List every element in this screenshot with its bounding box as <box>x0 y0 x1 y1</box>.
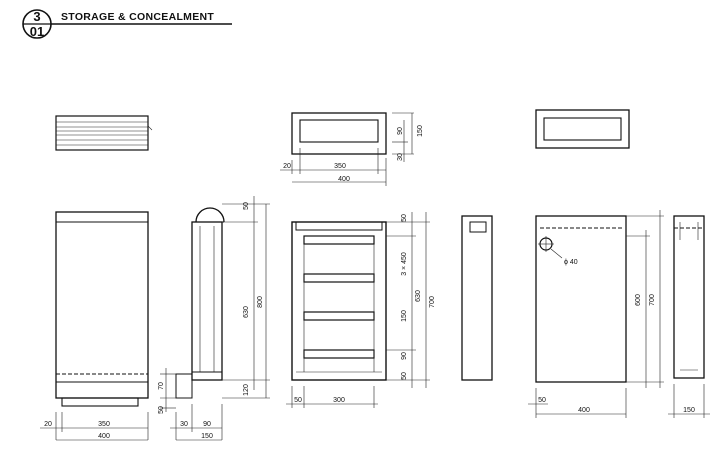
dim-150: 150 <box>201 433 213 440</box>
front-elevation-1: 20 350 400 <box>40 211 149 441</box>
dim-120: 120 <box>243 384 250 396</box>
side-body <box>191 221 223 381</box>
page-title: STORAGE & CONCEALMENT <box>61 11 214 23</box>
dim-50: 50 <box>401 372 408 380</box>
dim-400: 400 <box>578 407 590 414</box>
dim-30: 30 <box>180 421 188 428</box>
plan-edge <box>147 125 153 131</box>
plinth <box>61 397 139 407</box>
dim-50: 50 <box>243 202 250 210</box>
side-section-3: 150 <box>668 215 710 418</box>
dim-630: 630 <box>415 290 422 302</box>
plan-view-bin <box>535 109 630 149</box>
front-elevation-3: ϕ 40 600 700 50 400 <box>528 210 664 418</box>
front-elevation-2: 50 3 × 450 150 90 50 630 700 50 300 <box>286 212 436 408</box>
dim-90: 90 <box>203 421 211 428</box>
side-section-2 <box>461 215 493 381</box>
shelf-unit <box>291 221 387 381</box>
shelf <box>303 311 375 321</box>
side-section-1: 50 630 800 120 70 50 30 90 150 <box>158 196 270 441</box>
section-number: 3 <box>33 9 40 24</box>
base-strip <box>191 371 223 381</box>
dim-700: 700 <box>649 294 656 306</box>
sheet-number: 01 <box>30 24 44 39</box>
dim-30: 30 <box>397 153 404 161</box>
dim-150: 150 <box>683 407 695 414</box>
dim-800: 800 <box>257 296 264 308</box>
dim-400: 400 <box>98 433 110 440</box>
dim-diameter-40: ϕ 40 <box>564 259 578 266</box>
dim-400: 400 <box>338 176 350 183</box>
plinth-side <box>175 373 193 399</box>
shelf <box>303 235 375 245</box>
dim-50: 50 <box>158 406 165 414</box>
dim-300: 300 <box>333 397 345 404</box>
dim-70: 70 <box>158 382 165 390</box>
dim-350: 350 <box>98 421 110 428</box>
dim-50: 50 <box>538 397 546 404</box>
plan-view-tray: 20 350 400 90 30 150 <box>280 112 424 186</box>
top-rail <box>295 221 383 231</box>
dim-700: 700 <box>429 296 436 308</box>
bin-front <box>535 215 627 383</box>
dim-20: 20 <box>44 421 52 428</box>
shelf <box>303 273 375 283</box>
dim-350: 350 <box>334 163 346 170</box>
tray-outer <box>291 112 387 155</box>
plan-outline <box>55 115 149 151</box>
cabinet-front <box>55 211 149 399</box>
dim-20: 20 <box>283 163 291 170</box>
dim-50: 50 <box>401 214 408 222</box>
dim-150: 150 <box>417 125 424 137</box>
plan-view-rounded <box>55 115 153 151</box>
dim-630: 630 <box>243 306 250 318</box>
shelf <box>303 349 375 359</box>
side-body <box>461 215 493 381</box>
side-notch <box>469 221 487 233</box>
side-body <box>673 215 705 379</box>
dim-90: 90 <box>397 127 404 135</box>
tray-inner <box>299 119 379 143</box>
sheet-header: 3 01 STORAGE & CONCEALMENT <box>22 9 232 39</box>
bin-inner <box>543 117 622 141</box>
dim-3x450: 3 × 450 <box>401 252 408 276</box>
dim-90: 90 <box>401 352 408 360</box>
dim-150: 150 <box>401 310 408 322</box>
leader-line <box>550 248 563 259</box>
bin-outer <box>535 109 630 149</box>
roll-top <box>195 207 225 223</box>
dim-600: 600 <box>635 294 642 306</box>
dim-50: 50 <box>294 397 302 404</box>
